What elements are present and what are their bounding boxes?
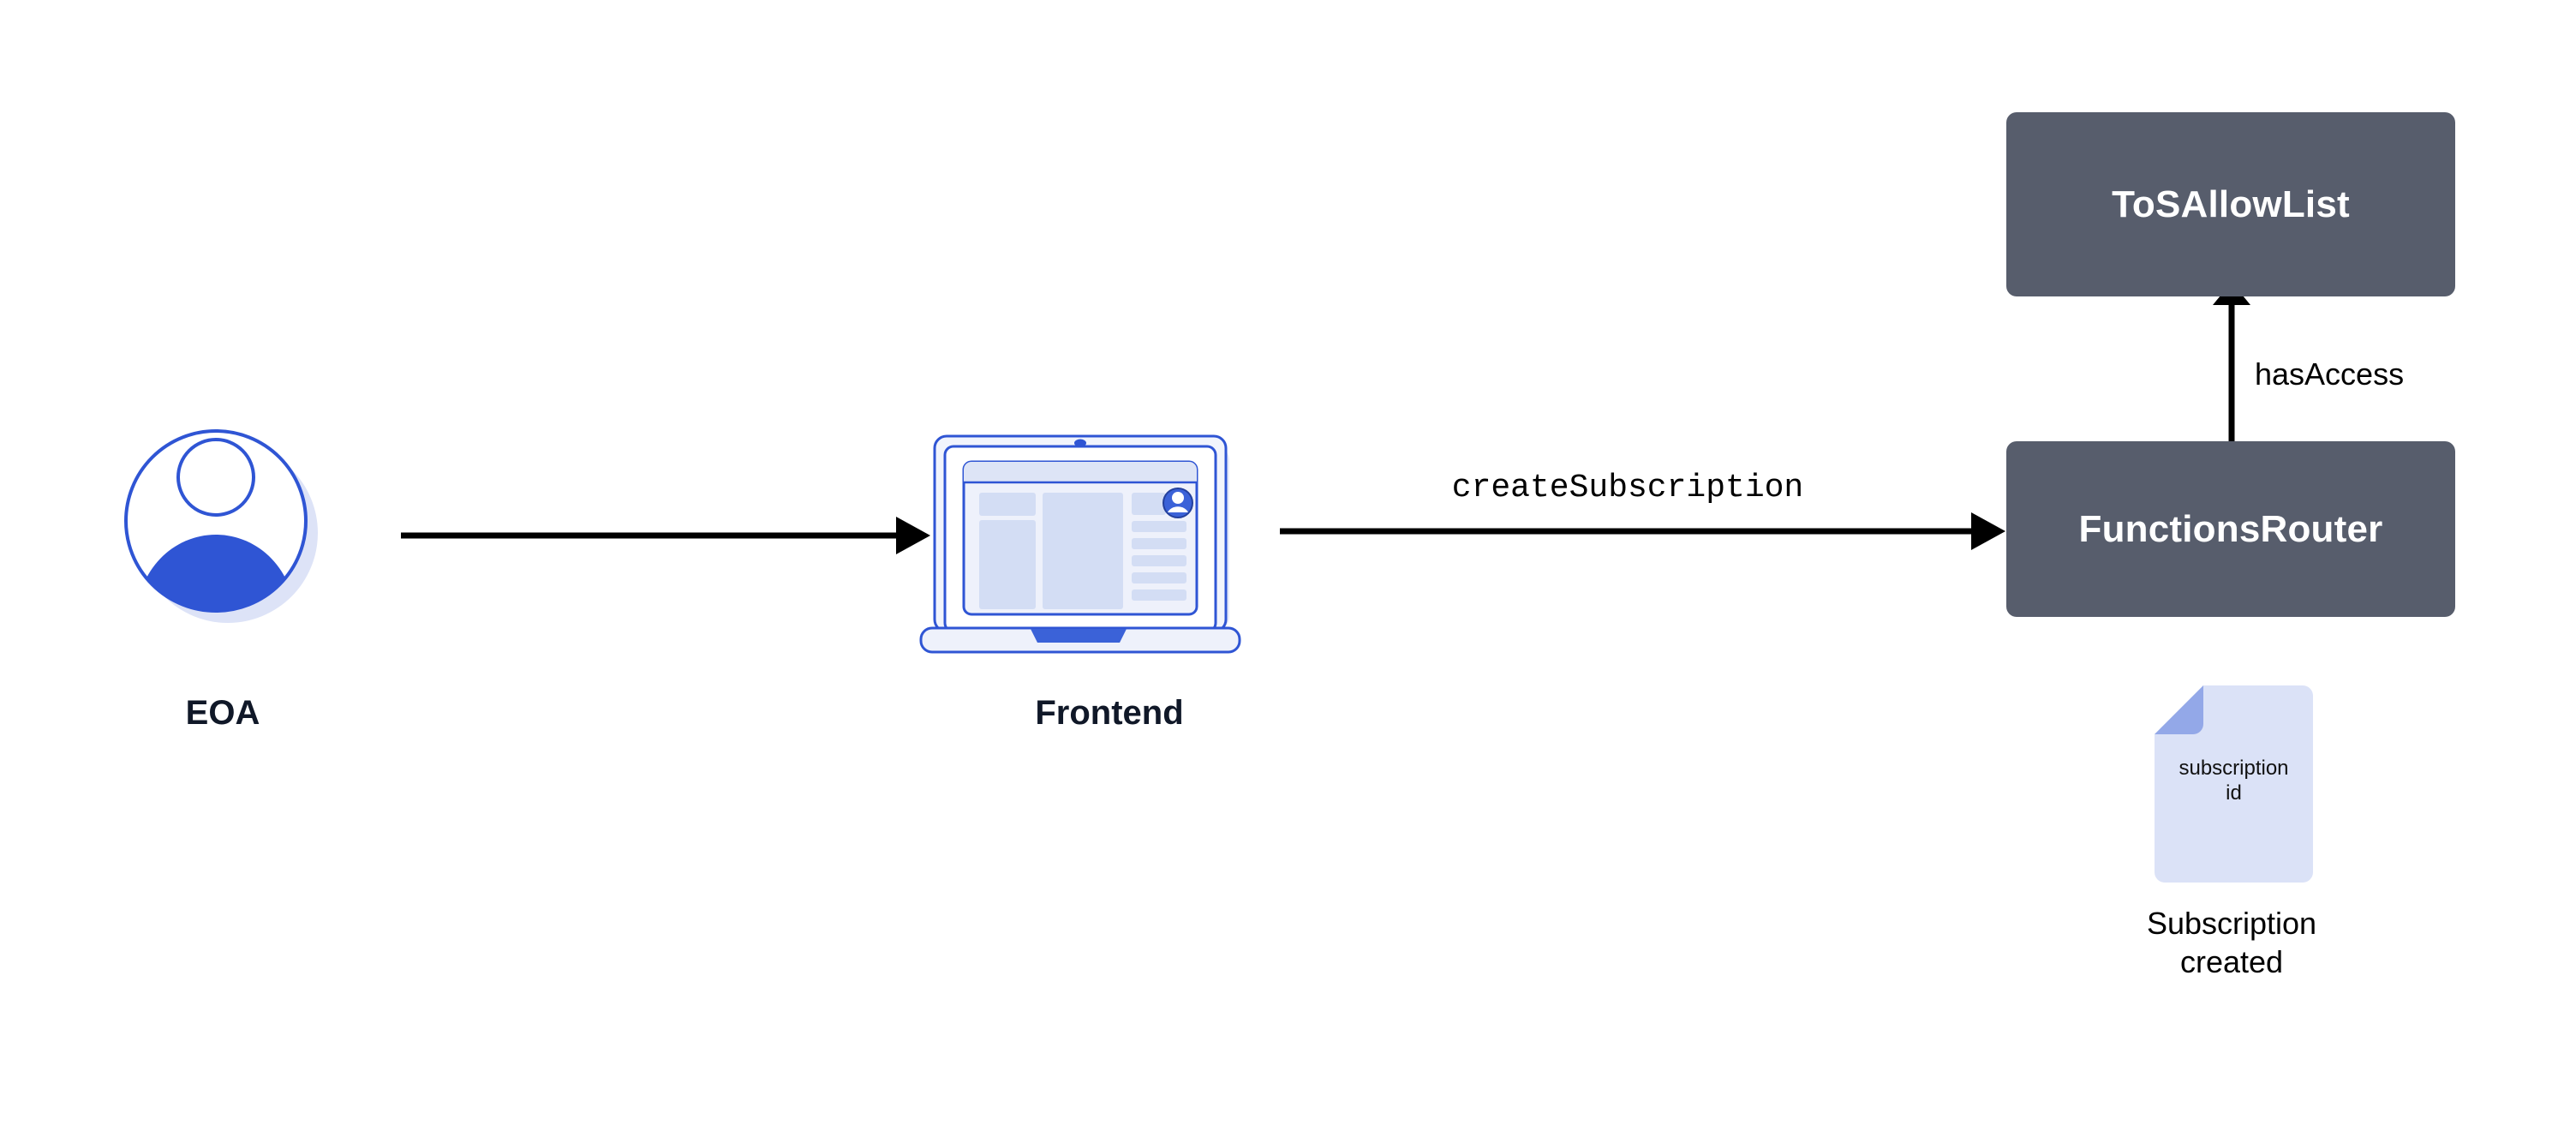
laptop-icon bbox=[919, 434, 1241, 654]
file-document-icon bbox=[2155, 685, 2313, 883]
artifact-caption: Subscription created bbox=[2146, 906, 2317, 979]
artifact-subscription-file[interactable]: subscription id bbox=[2150, 681, 2313, 891]
edge-eoa-to-frontend bbox=[394, 506, 942, 566]
node-functions-router-label: FunctionsRouter bbox=[2078, 507, 2383, 550]
edge-label-has-access: hasAccess bbox=[2255, 356, 2405, 392]
node-tos-allow-list[interactable]: ToSAllowList bbox=[2006, 112, 2455, 296]
actor-frontend-label: Frontend bbox=[1035, 694, 1184, 732]
actor-frontend[interactable] bbox=[919, 424, 1298, 664]
node-tos-allow-list-label: ToSAllowList bbox=[2112, 183, 2350, 225]
actor-eoa[interactable] bbox=[120, 420, 326, 634]
actor-eoa-label: EOA bbox=[185, 694, 260, 732]
edge-label-create-subscription: createSubscription bbox=[1451, 470, 1804, 506]
node-functions-router[interactable]: FunctionsRouter bbox=[2006, 441, 2455, 617]
user-avatar-icon bbox=[124, 429, 318, 623]
artifact-inner-label: subscription id bbox=[2179, 757, 2289, 805]
screen-avatar-icon bbox=[1162, 488, 1193, 518]
edge-frontend-to-functions-router bbox=[1276, 501, 2022, 561]
